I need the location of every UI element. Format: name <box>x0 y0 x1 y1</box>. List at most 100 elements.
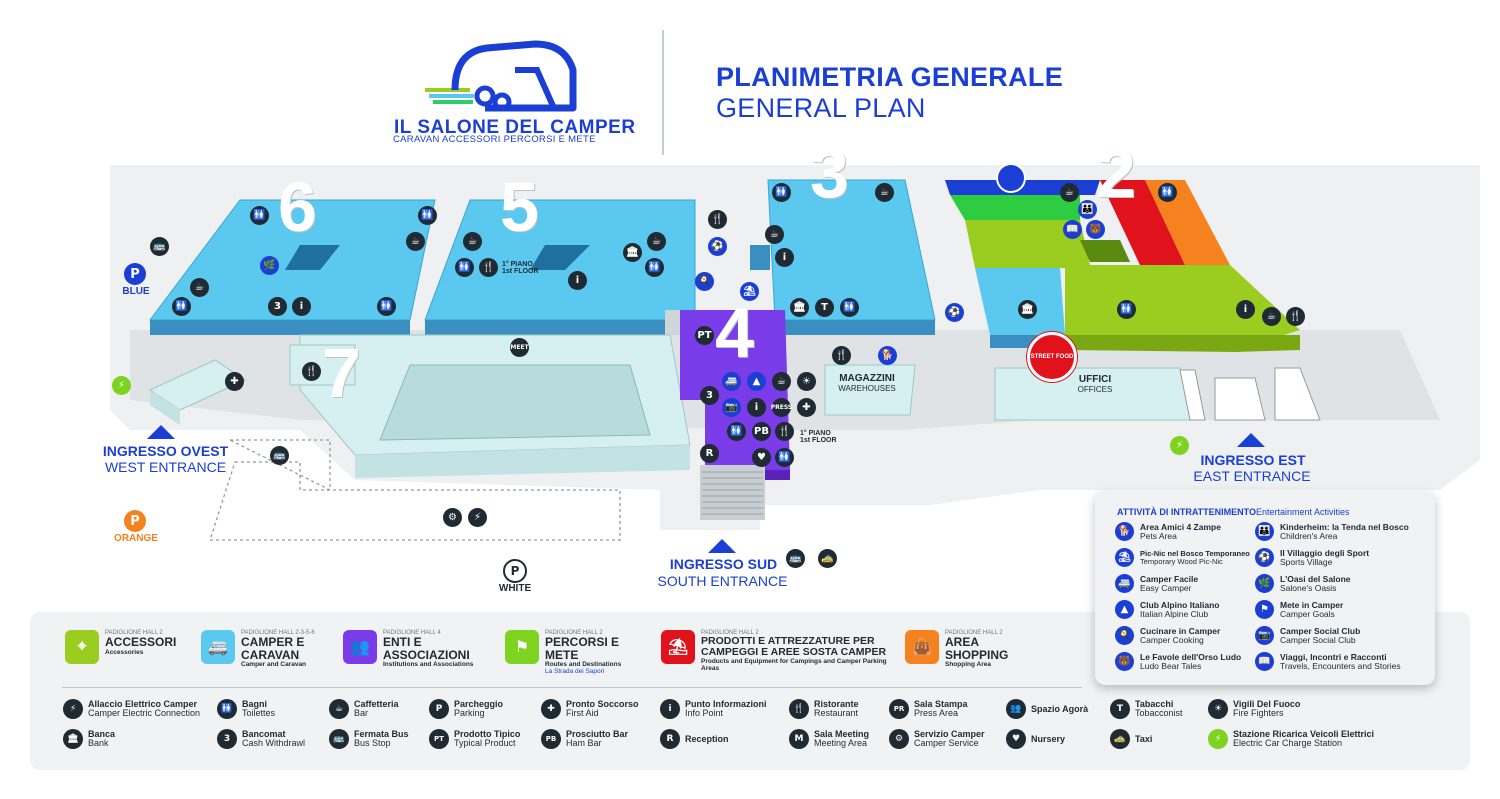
stories-icon[interactable]: 📖 <box>1063 220 1082 239</box>
charging-station-icon[interactable]: ⚡ <box>1170 436 1189 455</box>
hall-2-cyan[interactable] <box>975 268 1065 335</box>
category-shopping[interactable]: 👜 PADIGLIONE HALL 2 AREA SHOPPING Shoppi… <box>905 630 1025 668</box>
category-percorsi[interactable]: ⚑ PADIGLIONE HALL 2 PERCORSI E METE Rout… <box>505 630 635 675</box>
hall-2-lime[interactable] <box>965 220 1300 350</box>
toilet-icon[interactable]: 🚻 <box>727 422 746 441</box>
meeting-icon[interactable]: MEET <box>510 338 529 357</box>
press-icon[interactable]: PRESS <box>771 398 792 417</box>
west-entrance-label-it[interactable]: INGRESSO OVEST <box>102 443 229 459</box>
toilet-icon[interactable]: 🚻 <box>250 206 269 225</box>
toilet-icon[interactable]: 🚻 <box>418 206 437 225</box>
atm-icon[interactable]: 3 <box>700 386 719 405</box>
sports-icon[interactable]: ⚽ <box>708 237 727 256</box>
toilet-icon[interactable]: 🚻 <box>455 258 474 277</box>
toilet-icon[interactable]: 🚻 <box>377 297 396 316</box>
bus-icon[interactable]: 🚌 <box>150 237 169 256</box>
charging-station-icon[interactable]: ⚡ <box>112 376 131 395</box>
ham-bar-icon[interactable]: PB <box>752 422 771 441</box>
info-icon[interactable]: i <box>292 297 311 316</box>
coffee-icon[interactable]: ☕ <box>765 225 784 244</box>
fire-icon[interactable]: ☀ <box>797 372 816 391</box>
hall-2-red[interactable] <box>1100 180 1185 265</box>
coffee-icon[interactable]: ☕ <box>1060 183 1079 202</box>
electric-connection-icon[interactable]: ⚡ <box>468 508 487 527</box>
restaurant-icon[interactable]: 🍴 <box>479 258 498 277</box>
info-icon[interactable]: i <box>568 271 587 290</box>
service-item[interactable]: 👥Spazio Agorà <box>1006 699 1088 719</box>
pets-icon[interactable]: 🐕 <box>878 346 897 365</box>
restaurant-icon[interactable]: 🍴 <box>1286 307 1305 326</box>
kinderheim-icon[interactable]: 👪 <box>1078 200 1097 219</box>
alpine-club-icon[interactable]: ▲ <box>747 372 766 391</box>
coffee-icon[interactable]: ☕ <box>875 183 894 202</box>
toilet-icon[interactable]: 🚻 <box>172 297 191 316</box>
camper-service-icon[interactable]: ⚙ <box>443 508 462 527</box>
restaurant-icon[interactable]: 🍴 <box>775 422 794 441</box>
parking-white-icon[interactable]: P <box>503 559 527 583</box>
bank-icon[interactable]: 🏛 <box>623 243 642 262</box>
info-icon[interactable]: i <box>775 248 794 267</box>
leaf-icon[interactable]: 🌿 <box>260 256 279 275</box>
reception-icon[interactable]: R <box>700 444 719 463</box>
first-aid-icon[interactable]: ✚ <box>225 372 244 391</box>
bus-stop-icon[interactable]: 🚌 <box>786 549 805 568</box>
taxi-icon[interactable]: 🚕 <box>818 549 837 568</box>
category-enti[interactable]: 👥 PADIGLIONE HALL 4 ENTI E ASSOCIAZIONI … <box>343 630 493 668</box>
hall-2-green-top[interactable] <box>950 195 1080 220</box>
coffee-icon[interactable]: ☕ <box>647 232 666 251</box>
toilet-icon[interactable]: 🚻 <box>775 448 794 467</box>
typical-product-icon[interactable]: PT <box>695 326 714 345</box>
info-icon[interactable]: i <box>1236 300 1255 319</box>
toilet-icon[interactable]: 🚻 <box>772 183 791 202</box>
magazzini-building[interactable] <box>824 364 916 416</box>
category-prodotti[interactable]: ⛱ PADIGLIONE HALL 2 PRODOTTI E ATTREZZAT… <box>661 630 891 672</box>
atm-icon[interactable]: 3 <box>268 297 287 316</box>
bus-stop-icon[interactable]: 🚌 <box>270 446 289 465</box>
toilet-icon[interactable]: 🚻 <box>840 298 859 317</box>
bear-tales-icon[interactable]: 🐻 <box>1086 220 1105 239</box>
bank-icon[interactable]: 🏛 <box>790 298 809 317</box>
east-entrance-label-it[interactable]: INGRESSO EST <box>1200 452 1306 468</box>
street-food-badge[interactable]: STREET FOOD <box>1027 332 1077 382</box>
coffee-icon[interactable]: ☕ <box>463 232 482 251</box>
coffee-icon[interactable]: ☕ <box>772 372 791 391</box>
toilet-icon[interactable]: 🚻 <box>645 258 664 277</box>
restaurant-icon[interactable]: 🍴 <box>832 346 851 365</box>
toilet-icon[interactable]: 🚻 <box>1158 183 1177 202</box>
cooking-icon[interactable]: 🍳 <box>695 272 714 291</box>
social-club-icon[interactable]: 📷 <box>722 398 741 417</box>
service-item[interactable]: 🚕Taxi <box>1110 729 1152 749</box>
service-item[interactable]: ♥Nursery <box>1006 729 1065 749</box>
category-camper-caravan[interactable]: 🚐 PADIGLIONE HALL 2-3-5-6 CAMPER E CARAV… <box>201 630 331 668</box>
info-icon[interactable]: i <box>747 398 766 417</box>
parking-orange-icon[interactable]: P <box>124 510 146 532</box>
south-entrance-label-it[interactable]: INGRESSO SUD <box>669 556 778 572</box>
first-aid-icon[interactable]: ✚ <box>797 398 816 417</box>
coffee-icon[interactable]: ☕ <box>190 278 209 297</box>
